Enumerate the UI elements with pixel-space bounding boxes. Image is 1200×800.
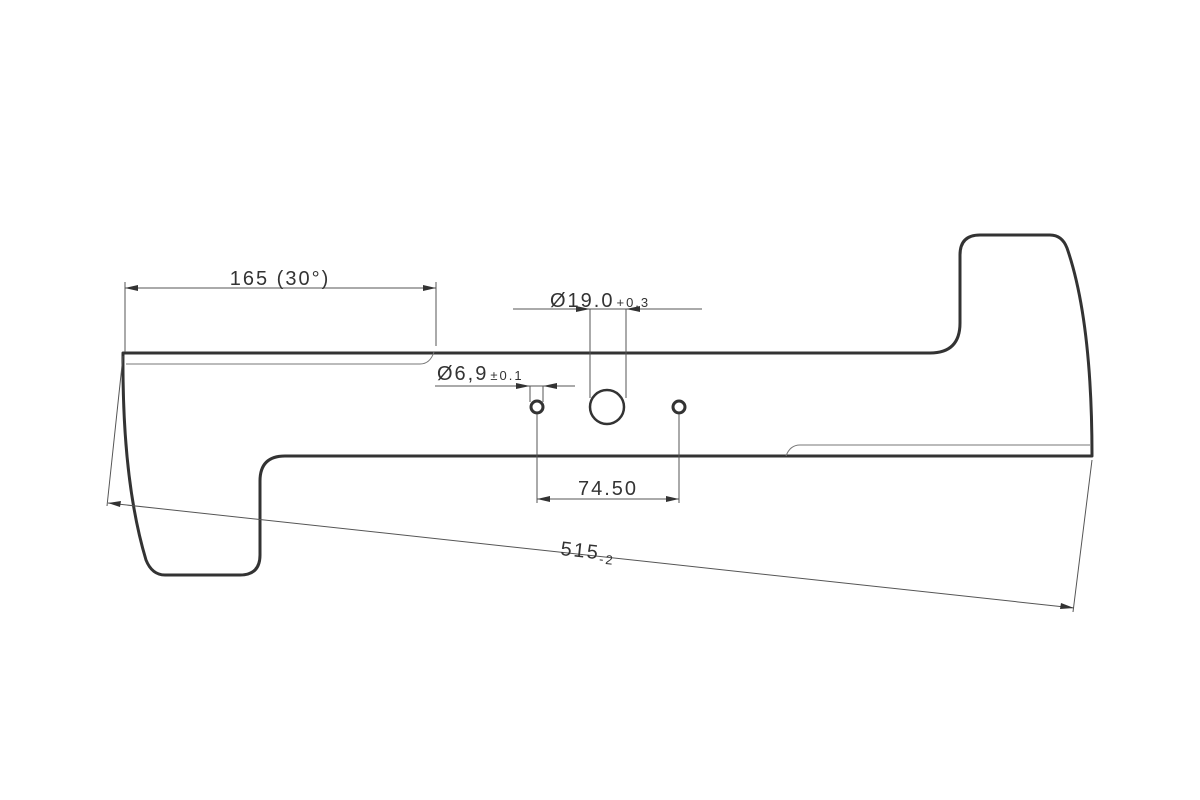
center-hole-label: Ø19.0+0.3 — [550, 290, 650, 312]
dimension-center-hole: Ø19.0+0.3 — [513, 290, 702, 398]
blade-length-label: 515-2 — [559, 538, 616, 568]
blade-outline — [121, 233, 1094, 577]
sharpened-edge-label: 165 (30°) — [230, 268, 331, 290]
dimension-side-holes: Ø6,9±0.1 — [435, 363, 575, 402]
dimension-sharpened-edge: 165 (30°) — [124, 268, 437, 352]
left-mount-hole — [529, 399, 545, 415]
bottom-bevel-line — [785, 444, 1090, 457]
dimension-hole-spacing: 74.50 — [536, 414, 680, 503]
center-hole — [588, 388, 626, 426]
side-holes-label: Ø6,9±0.1 — [437, 363, 524, 385]
hole-spacing-label: 74.50 — [578, 478, 638, 500]
top-bevel-line — [126, 351, 435, 365]
dimension-blade-length: 515-2 — [106, 355, 1093, 613]
right-mount-hole — [671, 399, 687, 415]
